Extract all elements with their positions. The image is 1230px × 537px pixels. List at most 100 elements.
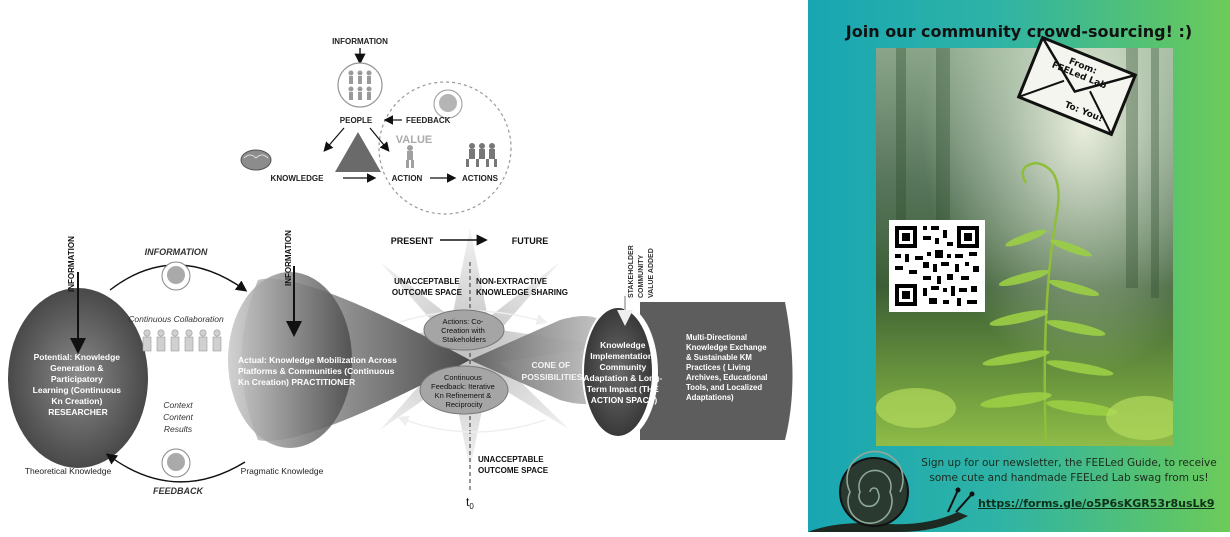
cycle-information-label: INFORMATION xyxy=(145,247,208,257)
continuous-feedback-label: Continuous Feedback: Iterative Kn Refine… xyxy=(431,373,497,409)
practitioner-ellipse xyxy=(228,272,352,448)
fern-frond-icon xyxy=(1021,161,1060,446)
envelope-graphic: From: FEELed Lab To: You! xyxy=(1016,35,1138,137)
promo-title: Join our community crowd-sourcing! :) xyxy=(845,22,1193,41)
people-to-action-arrow xyxy=(369,127,390,152)
actions-cocreation-label: Actions: Co- Creation with Stakeholders xyxy=(441,317,487,344)
continuous-feedback-bubble xyxy=(419,365,509,415)
impact-line-6: ACTION SPACE) xyxy=(591,395,658,405)
people-group-icon xyxy=(142,329,222,352)
qr-code-icon[interactable] xyxy=(889,220,985,312)
pragmatic-knowledge-label: Pragmatic Knowledge xyxy=(241,466,324,476)
non-extractive-line-1: NON-EXTRACTIVE xyxy=(476,277,548,286)
cycle-feedback-label: FEEDBACK xyxy=(153,486,205,496)
qr-code-graphic xyxy=(895,226,979,306)
head-icon xyxy=(161,448,191,478)
researcher-ellipse xyxy=(8,288,148,468)
cone-of-possibilities-shape xyxy=(470,316,600,404)
exchange-band xyxy=(640,302,793,440)
t0-sub: 0 xyxy=(469,502,474,511)
impact-ellipse xyxy=(584,308,652,436)
results-label: Results xyxy=(164,424,193,434)
theoretical-knowledge-label: Theoretical Knowledge xyxy=(25,466,112,476)
feedback-line-2: Feedback: Iterative xyxy=(431,382,495,391)
impact-line-3: Community xyxy=(599,362,646,372)
exchange-line-2: Knowledge Exchange xyxy=(686,343,767,352)
practitioner-text: Actual: Knowledge Mobilization Across Pl… xyxy=(238,355,399,387)
researcher-line-1: Potential: Knowledge xyxy=(34,352,121,362)
stakeholder-text-2: COMMUNITY xyxy=(638,255,645,298)
fern-photo xyxy=(876,48,1173,446)
exchange-line-5: Archives, Educational xyxy=(686,373,767,382)
non-extractive-label: NON-EXTRACTIVE KNOWLEDGE SHARING xyxy=(476,277,568,297)
actions-line-3: Stakeholders xyxy=(442,335,486,344)
people-to-knowledge-arrow xyxy=(323,127,345,152)
actions-cocreation-bubble xyxy=(423,309,505,351)
fern-leaflets-icon xyxy=(980,229,1118,416)
community-promo-panel: Join our community crowd-sourcing! :) xyxy=(808,0,1230,532)
envelope-icon: From: FEELed Lab To: You! xyxy=(1013,30,1141,142)
cone-line-2: POSSIBILITIES xyxy=(522,372,583,382)
diagram-canvas: INFORMATION PEOPLE FEEDBACK KNOWLEDGE VA… xyxy=(8,37,793,511)
impact-line-2: Implementation, xyxy=(590,351,655,361)
context-label: Context xyxy=(163,400,193,410)
impact-line-1: Knowledge xyxy=(600,340,646,350)
exchange-line-7: Adaptations) xyxy=(686,393,734,402)
exchange-line-3: & Sustainable KM xyxy=(686,353,752,362)
actions-line-2: Creation with xyxy=(441,326,485,335)
researcher-line-2: Generation & xyxy=(50,363,103,373)
unacceptable-bottom-label: UNACCEPTABLE OUTCOME SPACE xyxy=(478,455,549,475)
unacceptable-top-line-1: UNACCEPTABLE xyxy=(394,277,460,286)
impact-line-5: Term Impact (THE xyxy=(587,384,659,394)
cone-of-possibilities-label: CONE OF POSSIBILITIES xyxy=(522,360,583,382)
t0-label: t0 xyxy=(466,495,474,511)
impact-line-4: Adaptation & Long- xyxy=(583,373,662,383)
people-group-icon xyxy=(348,70,372,100)
people-circle xyxy=(337,62,383,108)
signup-form-link[interactable]: https://forms.gle/o5P6sKGR53r8usLk9 xyxy=(978,497,1215,510)
fern-illustration xyxy=(876,48,1173,446)
stakeholder-text-1: STAKEHOLDER xyxy=(628,245,635,298)
stakeholder-text-3: VALUE ADDED xyxy=(648,248,655,298)
practitioner-line-3: Kn Creation) PRACTITIONER xyxy=(238,377,355,387)
researcher-text: Potential: Knowledge Generation & Partic… xyxy=(33,352,124,417)
running-people-icon xyxy=(466,143,497,167)
feedback-line-3: Kn Refinement & xyxy=(435,391,492,400)
researcher-information-label: INFORMATION xyxy=(67,236,76,292)
unacceptable-top-line-2: OUTCOME SPACE xyxy=(392,288,463,297)
exchange-line-6: Tools, and Localized xyxy=(686,383,762,392)
t0-main: t xyxy=(466,495,470,509)
practitioner-information-label: INFORMATION xyxy=(284,230,293,286)
value-dashed-circle xyxy=(378,81,512,215)
practitioner-line-2: Platforms & Communities (Continuous xyxy=(238,366,395,376)
feedback-line-4: Reciprocity xyxy=(445,400,482,409)
impact-text: Knowledge Implementation, Community Adap… xyxy=(583,340,664,405)
actions-label: ACTIONS xyxy=(462,174,499,183)
cone-line-1: CONE OF xyxy=(531,360,570,370)
actions-line-1: Actions: Co- xyxy=(443,317,484,326)
unacceptable-top-label: UNACCEPTABLE OUTCOME SPACE xyxy=(392,277,463,297)
researcher-line-4: Learning (Continuous xyxy=(33,385,122,395)
unacceptable-bottom-line-1: UNACCEPTABLE xyxy=(478,455,544,464)
content-label: Content xyxy=(163,412,193,422)
knowledge-label: KNOWLEDGE xyxy=(271,174,325,183)
feedback-loop-arrow xyxy=(397,415,546,433)
snail-graphic xyxy=(808,450,975,532)
triangle-information-label: INFORMATION xyxy=(332,37,388,46)
feedback-line-1: Continuous xyxy=(444,373,482,382)
head-icon xyxy=(161,261,191,291)
exchange-line-4: Practices ( Living xyxy=(686,363,751,372)
feedback-label: FEEDBACK xyxy=(406,116,451,125)
exchange-text: Multi-Directional Knowledge Exchange & S… xyxy=(686,333,770,402)
exchange-line-1: Multi-Directional xyxy=(686,333,747,342)
present-label: PRESENT xyxy=(391,236,434,246)
future-label: FUTURE xyxy=(512,236,549,246)
practitioner-line-1: Actual: Knowledge Mobilization Across xyxy=(238,355,397,365)
action-label: ACTION xyxy=(392,174,423,183)
walking-person-icon xyxy=(406,145,414,168)
people-label: PEOPLE xyxy=(340,116,373,125)
snail-icon xyxy=(808,440,978,532)
value-label: VALUE xyxy=(396,134,432,146)
head-icon xyxy=(433,89,463,119)
researcher-line-6: RESEARCHER xyxy=(48,407,108,417)
